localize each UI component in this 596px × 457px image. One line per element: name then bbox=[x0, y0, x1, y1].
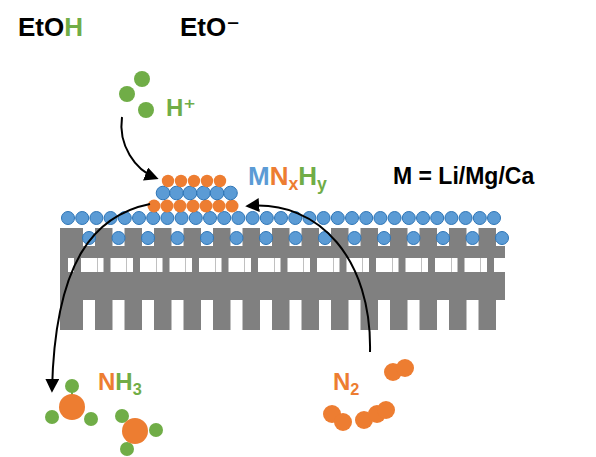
nitrogen-uptake-arrow bbox=[248, 206, 370, 352]
solvent-label: EtOH bbox=[18, 14, 83, 40]
proton-dots bbox=[119, 71, 154, 118]
product-label: NH3 bbox=[98, 370, 142, 397]
ammonia-release-arrow bbox=[52, 204, 150, 390]
proton-label: H⁺ bbox=[166, 96, 196, 120]
reaction-arrows bbox=[52, 117, 370, 390]
porous-support bbox=[60, 228, 510, 330]
anion-label: EtO⁻ bbox=[180, 14, 240, 40]
reactant-label: N2 bbox=[333, 370, 359, 397]
compound-formula: MNxHy bbox=[248, 163, 327, 194]
support-body bbox=[60, 228, 505, 330]
nitride-hydride-cluster bbox=[148, 175, 239, 213]
proton-arrow bbox=[121, 117, 156, 178]
nitrogen-molecules bbox=[323, 359, 414, 431]
metal-surface-layer bbox=[62, 212, 509, 245]
metal-key: M = Li/Mg/Ca bbox=[393, 165, 534, 188]
